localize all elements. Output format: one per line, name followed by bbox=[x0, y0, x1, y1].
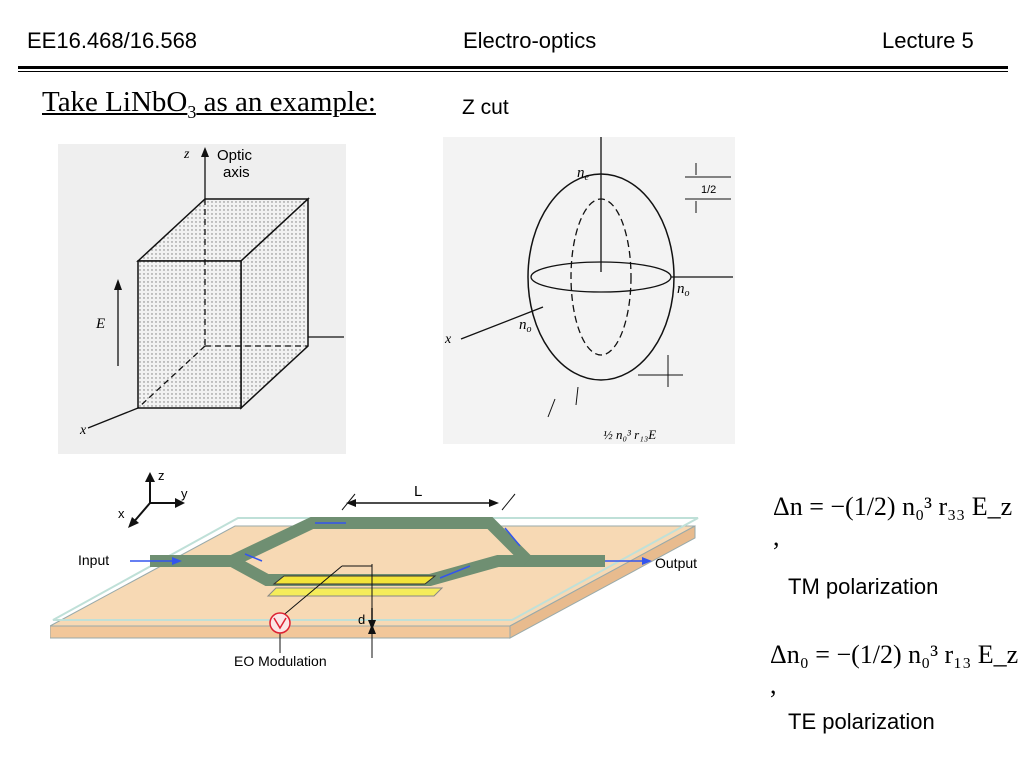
mzi-axis-z-label: z bbox=[158, 468, 165, 483]
cube-axis-z-label: z bbox=[183, 147, 190, 162]
tm-equation: Δn = −(1/2) n₀³ r₃₃ E_z , bbox=[773, 492, 1013, 551]
half-label: 1/2 bbox=[701, 184, 716, 196]
lecture-number: Lecture 5 bbox=[882, 28, 974, 53]
mzi-axis-x-label: x bbox=[118, 506, 125, 521]
field-e-label: E bbox=[95, 316, 105, 332]
optic-axis-label-line1: Optic bbox=[217, 147, 253, 164]
topic-title: Electro-optics bbox=[463, 28, 597, 53]
ne-label: ne bbox=[577, 165, 590, 183]
crystal-cube-figure: z Optic axis E x bbox=[58, 144, 346, 454]
no-right-label: no bbox=[677, 281, 690, 299]
mzi-axis-y-label: y bbox=[181, 486, 188, 501]
optic-axis-label-line2: axis bbox=[223, 164, 250, 181]
z-cut-label: Z cut bbox=[462, 96, 509, 119]
gap-d-label: d bbox=[358, 612, 365, 627]
cube-axis-x-label: x bbox=[79, 423, 87, 438]
no-left-label: no bbox=[519, 317, 532, 335]
te-equation: Δn₀ = −(1/2) n₀³ r₁₃ E_z , bbox=[770, 640, 1019, 699]
mzi-modulator-figure: z x y L Input Output d EO Modulation bbox=[50, 468, 699, 669]
ellipsoid-axis-x-label: x bbox=[444, 332, 452, 347]
output-label: Output bbox=[655, 555, 697, 571]
index-ellipsoid-figure: ne no no x 1/2 ½ n₀³ r₁₃E bbox=[443, 137, 735, 444]
slide-title: Take LiNbO3 as an example: bbox=[42, 86, 376, 122]
length-label: L bbox=[414, 483, 422, 500]
header-rule-thick bbox=[18, 66, 1008, 69]
ellipsoid-bottom-formula: ½ n₀³ r₁₃E bbox=[603, 427, 656, 442]
course-code: EE16.468/16.568 bbox=[27, 28, 198, 53]
tm-polarization-caption: TM polarization bbox=[788, 574, 939, 599]
input-label: Input bbox=[78, 552, 109, 568]
te-polarization-caption: TE polarization bbox=[788, 709, 935, 734]
eo-modulation-label: EO Modulation bbox=[234, 653, 327, 669]
header-rule-thin bbox=[18, 71, 1008, 72]
